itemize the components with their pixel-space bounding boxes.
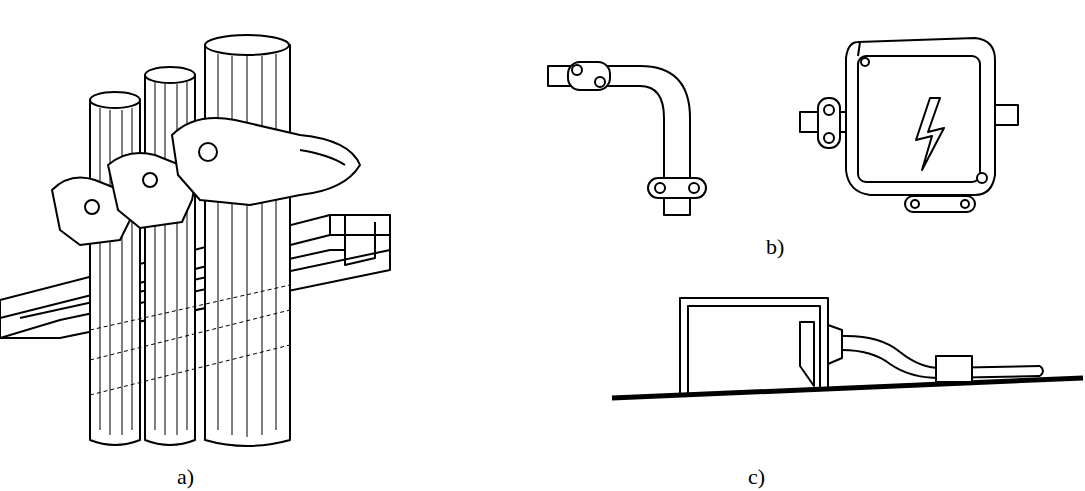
conduit-elbow [548, 62, 706, 215]
figure-label: c) [748, 466, 765, 488]
figure-label: b) [766, 236, 784, 258]
junction-box [800, 38, 1018, 212]
cable-clamps [52, 118, 360, 245]
cable-gland-entry [612, 298, 1083, 398]
figure-label: a) [177, 466, 194, 488]
